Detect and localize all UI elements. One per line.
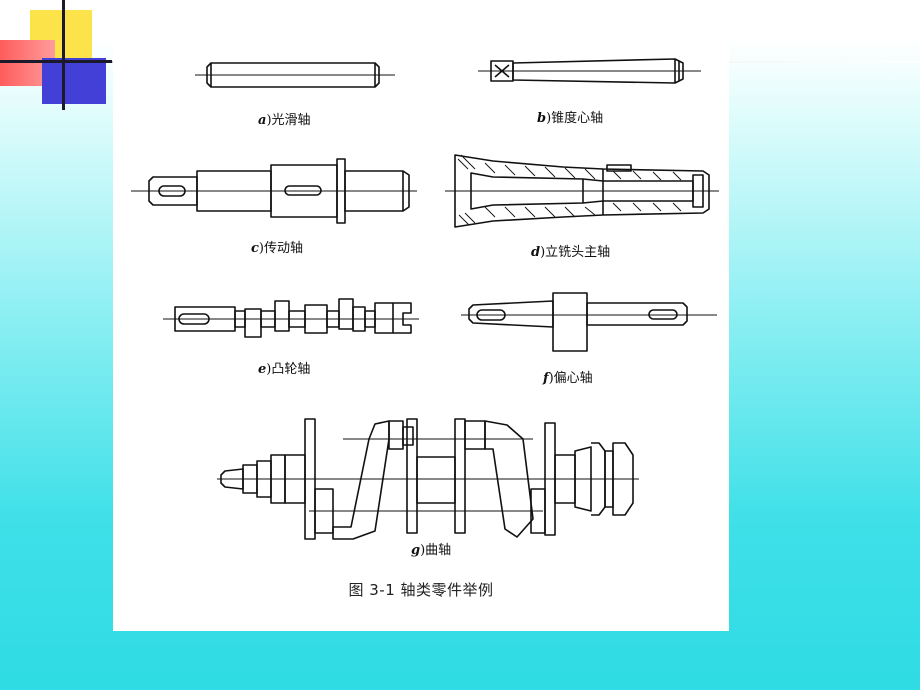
label-g-paren: ) [420, 543, 426, 558]
label-b-text: 锥度心轴 [551, 111, 604, 126]
label-b-letter: b [537, 111, 547, 126]
label-d-paren: ) [540, 245, 546, 260]
drawing-b-tapered-mandrel [478, 58, 701, 84]
shaft-drawings [131, 58, 719, 540]
label-d: d)立铣头主轴 [531, 241, 610, 260]
figure-caption: 图 3-1 轴类零件举例 [348, 581, 494, 599]
label-f-letter: f [543, 371, 549, 386]
decor-horizontal-line [0, 60, 112, 63]
label-c-text: 传动轴 [264, 241, 304, 256]
drawing-g-crankshaft [217, 418, 639, 540]
drawing-e-camshaft [163, 298, 419, 338]
drawing-d-milling-spindle [445, 154, 719, 228]
label-f: f)偏心轴 [543, 367, 593, 386]
label-e-letter: e [258, 362, 267, 377]
label-a-text: 光滑轴 [271, 113, 311, 128]
label-g: g)曲轴 [411, 539, 451, 558]
decor-vertical-line [62, 0, 65, 110]
shaft-figure-panel: a)光滑轴 b)锥度心轴 c)传动轴 d)立铣头主轴 e)凸轮轴 f)偏心轴 g… [113, 19, 729, 631]
label-e-paren: ) [266, 362, 272, 377]
label-d-text: 立铣头主轴 [545, 245, 611, 260]
label-a: a)光滑轴 [258, 109, 311, 128]
label-d-letter: d [531, 245, 541, 260]
label-c-paren: ) [258, 241, 264, 256]
drawing-c-transmission-shaft [131, 158, 417, 224]
label-c-letter: c [251, 241, 259, 256]
label-a-letter: a [258, 113, 267, 128]
label-e: e)凸轮轴 [258, 358, 310, 377]
label-c: c)传动轴 [251, 237, 303, 256]
label-f-text: 偏心轴 [553, 371, 593, 386]
label-g-letter: g [411, 543, 421, 558]
decor-blue-square [42, 58, 106, 104]
label-e-text: 凸轮轴 [271, 362, 311, 377]
drawing-a-smooth-shaft [195, 62, 395, 88]
label-b-paren: ) [546, 111, 552, 126]
label-g-text: 曲轴 [425, 543, 452, 558]
label-a-paren: ) [266, 113, 272, 128]
label-f-paren: ) [548, 371, 554, 386]
drawing-f-eccentric-shaft [461, 292, 717, 352]
label-b: b)锥度心轴 [537, 107, 603, 126]
